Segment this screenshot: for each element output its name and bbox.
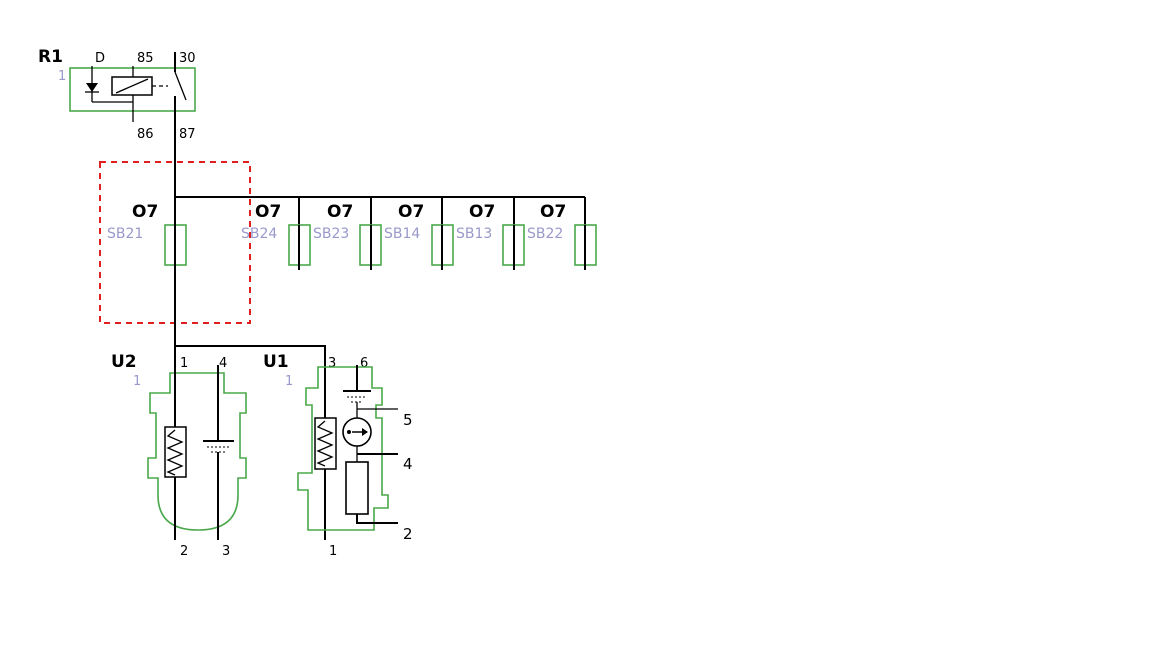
u1-pin-6: 6 <box>360 356 368 371</box>
u2-pin-4: 4 <box>219 356 227 371</box>
sensor-element-icon <box>203 440 234 453</box>
fuse-sb13[interactable]: O7 SB13 <box>456 197 525 270</box>
u1-outline <box>297 366 389 531</box>
relay-pin-d: D <box>95 51 105 66</box>
u1-pin-2-wire <box>356 514 398 524</box>
fuse-ref-label: SB14 <box>384 226 420 242</box>
relay-pin-86: 86 <box>137 127 154 142</box>
pump-cell-icon <box>342 417 372 447</box>
fuse-sb23[interactable]: O7 SB23 <box>313 197 382 270</box>
relay-r1[interactable]: R1 1 D 85 30 86 87 <box>38 47 196 142</box>
u1-pin-3: 3 <box>328 356 336 371</box>
relay-ref: 1 <box>58 69 66 84</box>
relay-pin-87: 87 <box>179 127 196 142</box>
u1-pin-1: 1 <box>329 544 337 559</box>
u1-id: U1 <box>263 352 289 372</box>
sensor-element-icon <box>343 390 371 403</box>
u2-pin-3: 3 <box>222 544 230 559</box>
heater-resistor-icon <box>164 426 187 478</box>
fuse-ref-label: SB24 <box>241 226 277 242</box>
fuse-block-label: O7 <box>540 202 566 222</box>
u1-pin-5: 5 <box>403 411 413 429</box>
fuse-ref-label: SB13 <box>456 226 492 242</box>
u1-pin-4: 4 <box>403 455 413 473</box>
u2-id: U2 <box>111 352 137 372</box>
fuse-sb22[interactable]: O7 SB22 <box>527 197 597 270</box>
relay-id: R1 <box>38 47 63 67</box>
reference-resistor-icon <box>345 461 369 515</box>
fuse-sb14[interactable]: O7 SB14 <box>384 197 454 270</box>
u2-ref: 1 <box>133 374 141 389</box>
fuse-block-label: O7 <box>255 202 281 222</box>
u2-outline <box>147 372 247 531</box>
u1-ref: 1 <box>285 374 293 389</box>
relay-pin-30: 30 <box>179 51 196 66</box>
component-u2[interactable]: U2 1 1 4 2 3 <box>111 346 247 559</box>
fuse-block-label: O7 <box>469 202 495 222</box>
u1-pin-2: 2 <box>403 525 413 543</box>
fuse-block-label: O7 <box>327 202 353 222</box>
u2-pin-2: 2 <box>180 544 188 559</box>
u2-pin-1: 1 <box>180 356 188 371</box>
fuse-block-label: O7 <box>132 202 158 222</box>
fuse-block-label: O7 <box>398 202 424 222</box>
u1-feed-wire <box>175 345 326 540</box>
fuse-ref-label: SB23 <box>313 226 349 242</box>
component-u1[interactable]: U1 1 3 6 5 4 2 1 <box>263 352 413 559</box>
fuse-ref-label: SB21 <box>107 226 143 242</box>
coil-icon <box>111 66 168 122</box>
diode-icon <box>85 66 133 103</box>
relay-pin-85: 85 <box>137 51 154 66</box>
fuse-ref-label: SB22 <box>527 226 563 242</box>
heater-resistor-icon <box>314 417 337 470</box>
fuse-sb24[interactable]: O7 SB24 <box>241 197 311 270</box>
